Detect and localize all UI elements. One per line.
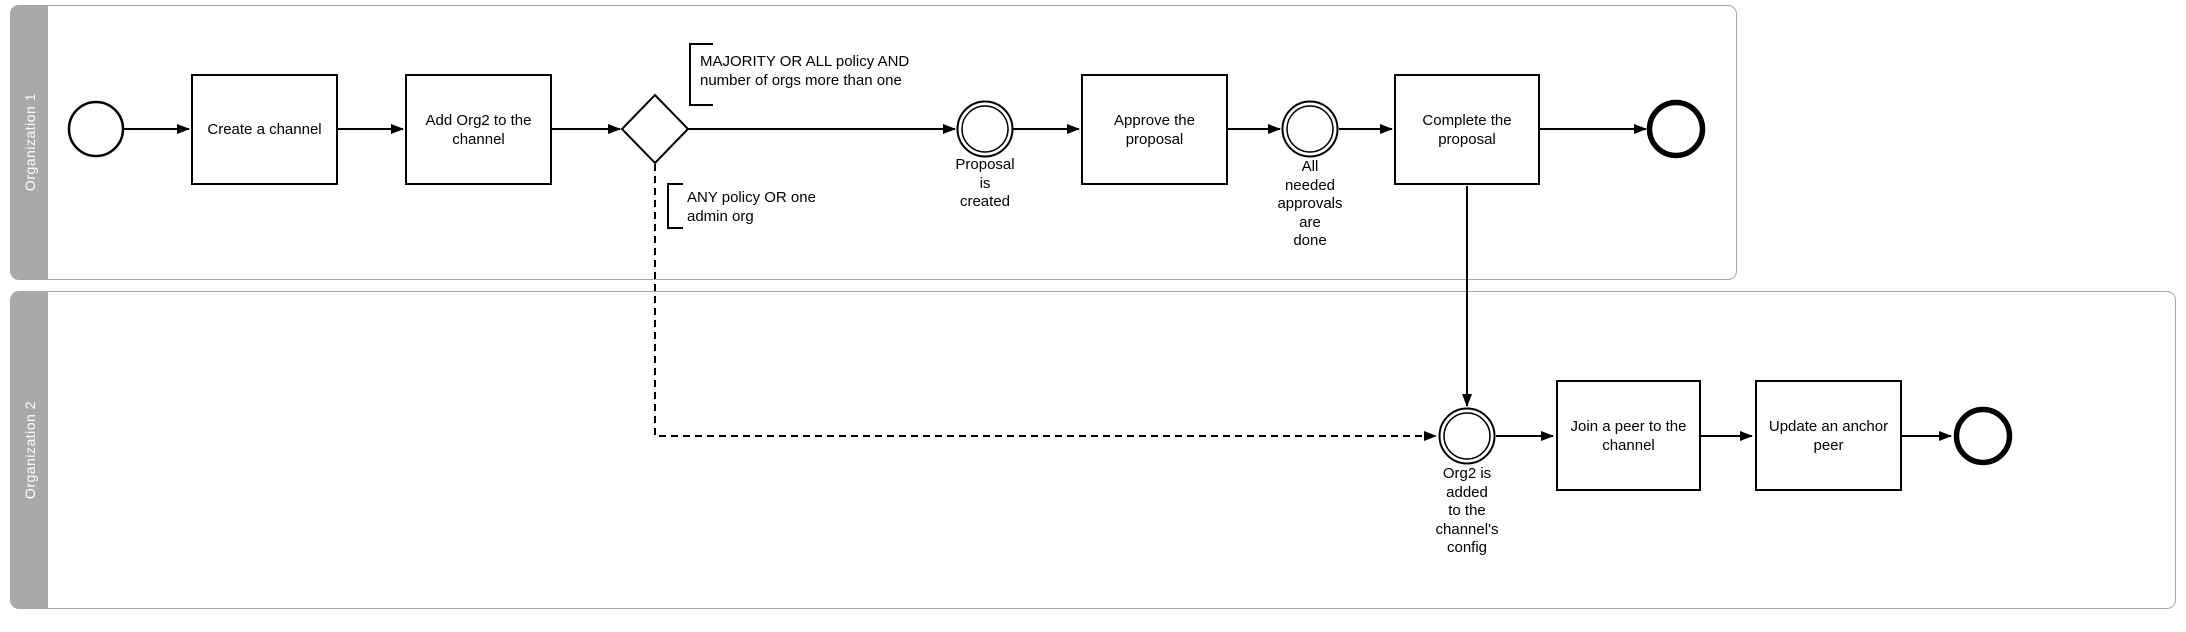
annotation-majority-text: MAJORITY OR ALL policy AND number of org… bbox=[700, 53, 910, 89]
annotation-any-policy-text: ANY policy OR one admin org bbox=[687, 189, 816, 225]
task-join-peer: Join a peer to the channel bbox=[1556, 380, 1701, 491]
end-event-org1-circle bbox=[1646, 99, 1706, 159]
annotation-bracket-majority bbox=[689, 43, 713, 106]
task-complete-proposal: Complete the proposal bbox=[1394, 74, 1540, 185]
task-add-org2: Add Org2 to the channel bbox=[405, 74, 552, 185]
event-proposal-created-label: Proposal is created bbox=[955, 156, 1015, 210]
task-approve-proposal: Approve the proposal bbox=[1081, 74, 1228, 185]
lane-organization-2-header: Organization 2 bbox=[11, 292, 48, 608]
task-update-anchor: Update an anchor peer bbox=[1755, 380, 1902, 491]
start-event-circle bbox=[67, 100, 125, 158]
lane-organization-1-header: Organization 1 bbox=[11, 6, 48, 279]
event-proposal-created-circle bbox=[956, 100, 1014, 158]
task-create-channel: Create a channel bbox=[191, 74, 338, 185]
event-approvals-done-label: All needed approvals are done bbox=[1277, 158, 1343, 249]
task-create-channel-label: Create a channel bbox=[207, 121, 322, 138]
task-add-org2-label: Add Org2 to the channel bbox=[425, 111, 532, 148]
event-org2-added-label: Org2 is added to the channel's config bbox=[1435, 465, 1499, 556]
event-org2-added-circle bbox=[1438, 407, 1496, 465]
flow-gateway-to-org2-added-dashed bbox=[654, 164, 1437, 441]
gateway-diamond bbox=[620, 93, 690, 165]
event-approvals-done-circle bbox=[1281, 100, 1339, 158]
end-event-org2-circle bbox=[1953, 406, 2013, 466]
task-join-peer-label: Join a peer to the channel bbox=[1570, 417, 1687, 454]
annotation-bracket-any-policy bbox=[667, 183, 683, 229]
task-update-anchor-label: Update an anchor peer bbox=[1768, 417, 1889, 454]
task-complete-proposal-label: Complete the proposal bbox=[1422, 111, 1512, 148]
task-approve-proposal-label: Approve the proposal bbox=[1114, 111, 1195, 148]
